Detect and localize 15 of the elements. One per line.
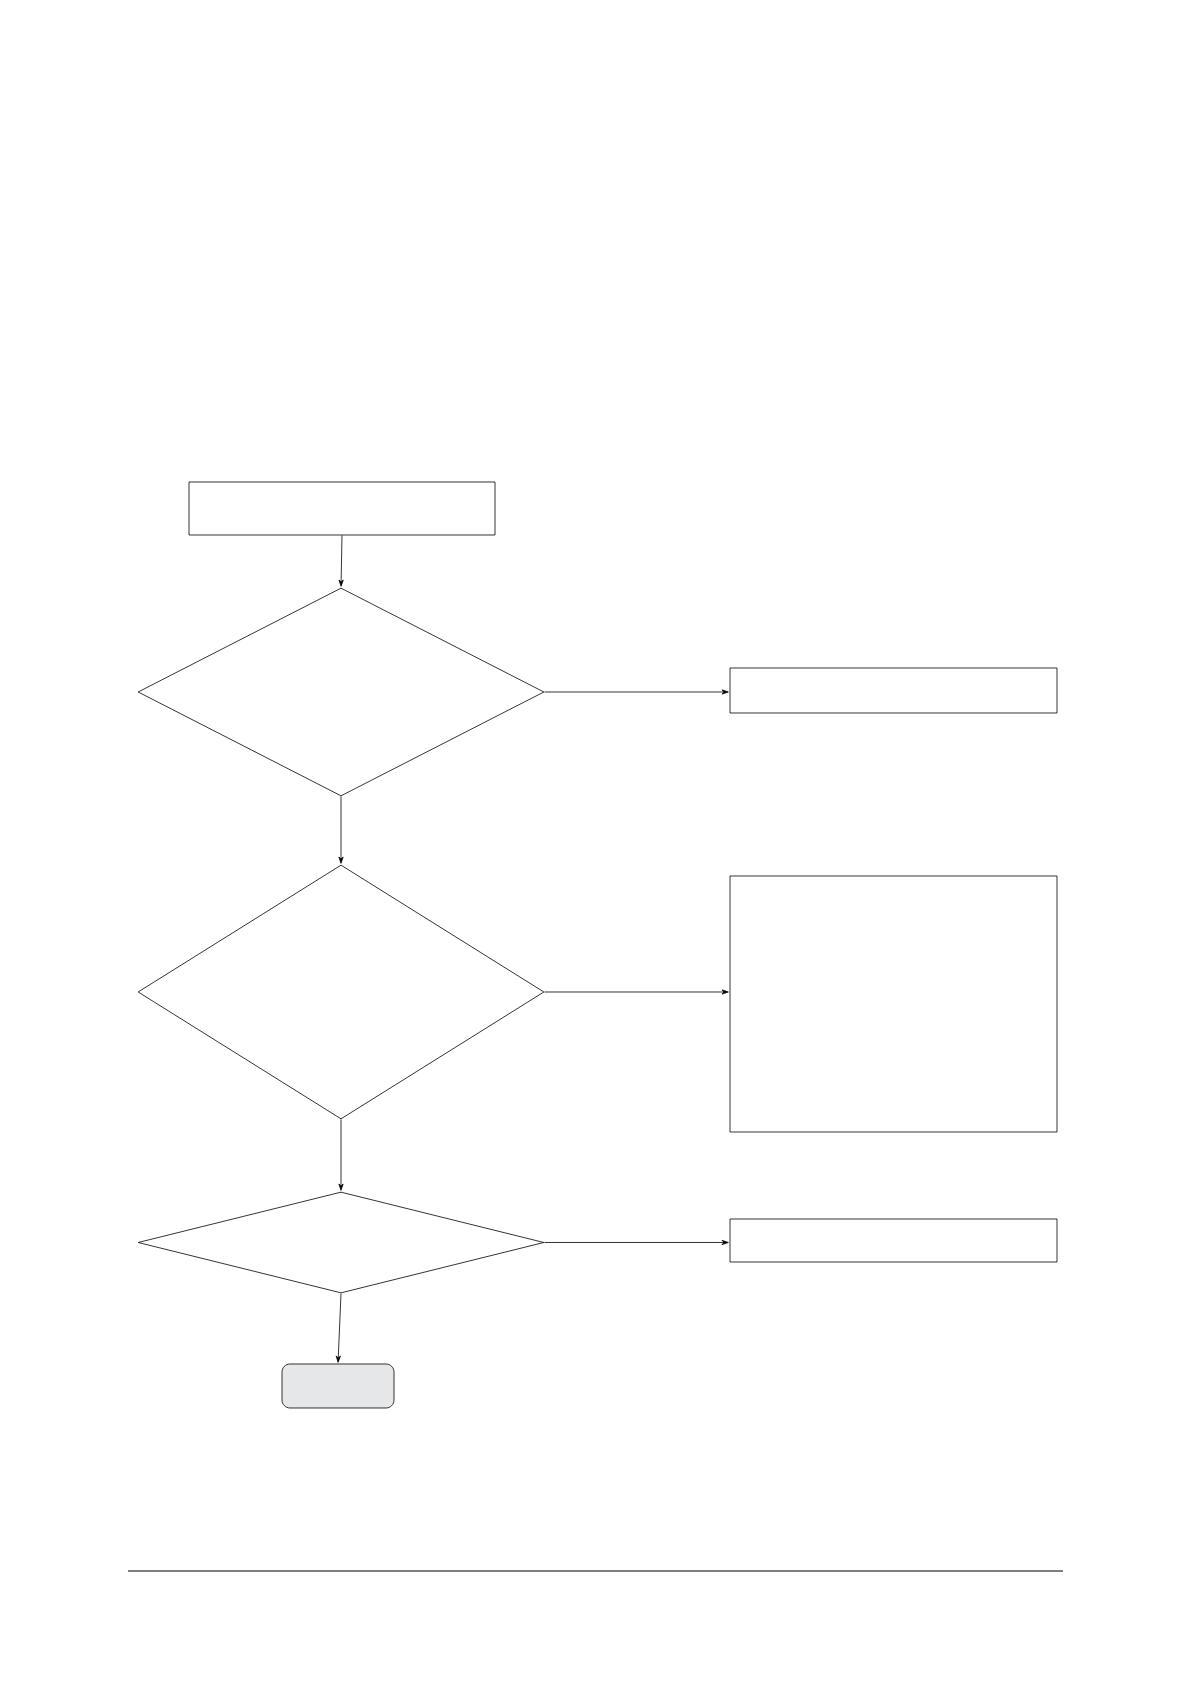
decision-diamond — [137, 587, 545, 797]
process-box — [729, 667, 1058, 714]
arrow — [335, 1293, 342, 1363]
arrow — [338, 535, 344, 587]
decision-diamond — [137, 864, 545, 1120]
process-box — [729, 875, 1058, 1133]
process-box — [188, 481, 496, 536]
end-box — [281, 1363, 395, 1409]
arrow — [544, 1239, 729, 1245]
arrow — [338, 1119, 344, 1191]
decision-diamond — [137, 1191, 545, 1294]
arrow — [338, 796, 344, 864]
process-box — [729, 1218, 1058, 1263]
arrow — [544, 989, 729, 995]
arrow — [544, 689, 729, 695]
